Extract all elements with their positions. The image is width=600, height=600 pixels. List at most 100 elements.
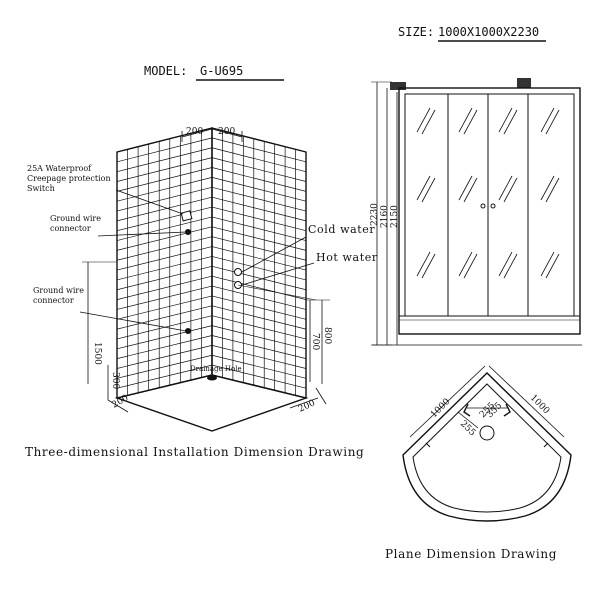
tile-line xyxy=(211,265,307,291)
glass-stroke xyxy=(458,251,473,277)
ground-upper-label-2: connector xyxy=(50,224,91,233)
size-label: SIZE: xyxy=(398,25,434,39)
glass-stroke xyxy=(503,109,518,135)
tile-line xyxy=(116,295,213,320)
tile-line xyxy=(211,186,307,212)
dim-height-1500: 1500 xyxy=(92,342,102,365)
tile-line xyxy=(211,226,307,251)
left-wall xyxy=(116,127,213,399)
tile-line xyxy=(211,167,307,192)
drainage-hole xyxy=(207,375,217,381)
floor xyxy=(114,374,309,432)
water-valves: Cold water Hot water xyxy=(234,223,378,289)
door-handle-left-icon xyxy=(480,203,486,209)
glass-stroke xyxy=(421,177,436,203)
tile-line xyxy=(116,167,213,192)
glass-stroke xyxy=(463,109,478,135)
glass-stroke xyxy=(421,109,436,135)
dim-2230: 2230 xyxy=(370,203,380,226)
plan-view: 1000 1000 255 255 355 Plane Dimension Dr… xyxy=(385,365,572,561)
tile-line xyxy=(116,147,213,173)
dim-2160: 2160 xyxy=(380,205,390,228)
glass-stroke xyxy=(540,251,555,277)
tile-line xyxy=(211,285,307,310)
tile-line xyxy=(116,226,213,251)
tile-line xyxy=(116,305,213,330)
tile-line xyxy=(116,265,213,291)
tile-line xyxy=(116,364,213,389)
glass-stroke xyxy=(545,109,560,135)
hot-water-label: Hot water xyxy=(316,251,378,264)
glass-stroke xyxy=(463,253,478,279)
cold-valve-icon xyxy=(234,268,242,276)
dim-top-right: 200 xyxy=(218,127,235,137)
glass-stroke xyxy=(421,253,436,279)
tile-line xyxy=(116,186,213,212)
right-wall-tiles xyxy=(211,130,307,396)
tile-line xyxy=(116,354,213,379)
cabin-frame xyxy=(398,87,581,335)
switch-label-1: 25A Waterproof xyxy=(27,164,92,173)
tile-line xyxy=(116,236,213,261)
tile-line xyxy=(211,345,307,369)
three-d-drawing: Drainage Hole 200 200 25A Waterproof Cre… xyxy=(25,127,378,459)
switch-label-3: Switch xyxy=(27,184,55,193)
ground-lower-callout: Ground wire connector xyxy=(33,286,191,334)
tile-line xyxy=(116,335,213,359)
tile-line xyxy=(116,137,213,163)
tray-inner-outline xyxy=(412,383,562,513)
ground-lower-label-2: connector xyxy=(33,296,74,305)
glass-stroke xyxy=(416,107,431,133)
glass-stroke xyxy=(416,251,431,277)
tile-line xyxy=(211,354,307,379)
glass-stroke xyxy=(498,107,513,133)
switch-label-2: Creepage protection xyxy=(27,174,111,183)
dim-height-700: 700 xyxy=(310,333,320,350)
tile-line xyxy=(116,325,213,350)
tile-line xyxy=(211,325,307,350)
ground-upper-dot xyxy=(185,229,191,235)
tile-line xyxy=(211,216,307,241)
drain-icon xyxy=(479,425,495,441)
tile-line xyxy=(211,206,307,232)
tile-line xyxy=(116,246,213,271)
model-value: G-U695 xyxy=(200,64,243,78)
top-cap-right xyxy=(517,78,531,88)
model-header: MODEL: G-U695 xyxy=(144,64,284,81)
dim-height-800: 800 xyxy=(322,327,332,344)
tile-line xyxy=(116,285,213,310)
glass-reflections xyxy=(416,107,560,279)
glass-stroke xyxy=(498,251,513,277)
glass-stroke xyxy=(545,253,560,279)
dim-base-300: 300 xyxy=(110,372,120,389)
vertical-dimensions: 1500 700 800 xyxy=(82,261,332,384)
tile-line xyxy=(211,335,307,359)
tile-line xyxy=(116,177,213,202)
left-bracket xyxy=(463,403,471,417)
tile-line xyxy=(116,206,213,232)
tile-line xyxy=(116,345,213,369)
front-elevation: 2230 2160 2150 xyxy=(370,78,582,346)
tile-line xyxy=(211,177,307,202)
plan-caption: Plane Dimension Drawing xyxy=(385,547,557,561)
glass-stroke xyxy=(540,107,555,133)
three-d-caption: Three-dimensional Installation Dimension… xyxy=(25,445,364,459)
top-cap-left xyxy=(390,82,406,90)
tile-line xyxy=(211,305,307,330)
size-value: 1000X1000X2230 xyxy=(438,25,539,39)
ground-lower-dot xyxy=(185,328,191,334)
tile-line xyxy=(211,315,307,340)
door-handle-right-icon xyxy=(490,203,496,209)
drainage-label: Drainage Hole xyxy=(190,365,242,373)
plan-dim-255-a: 255 xyxy=(458,419,477,438)
tile-line xyxy=(211,236,307,261)
tile-line xyxy=(116,256,213,281)
tile-line xyxy=(116,275,213,300)
glass-stroke xyxy=(503,253,518,279)
tile-line xyxy=(211,246,307,271)
right-bracket xyxy=(503,403,511,417)
switch-callout: 25A Waterproof Creepage protection Switc… xyxy=(27,164,193,222)
glass-stroke xyxy=(498,175,513,201)
shower-tray xyxy=(398,315,581,335)
